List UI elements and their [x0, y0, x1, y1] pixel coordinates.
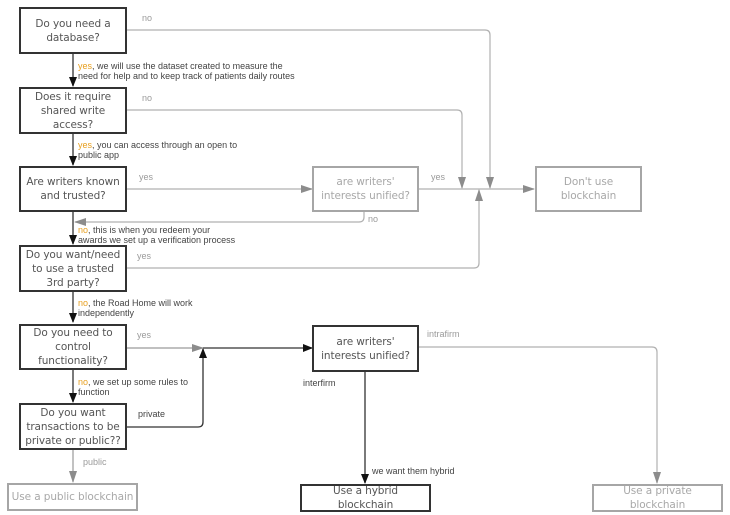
node-hybrid-blockchain: Use a hybrid blockchain — [300, 484, 431, 512]
label-cf-yes: yes — [137, 330, 152, 340]
label-tt-no-text1: , the Road Home will work — [88, 298, 193, 308]
label-sw-no: no — [142, 93, 153, 103]
edge-pp-private — [127, 348, 207, 428]
label-iu-yes: yes — [431, 172, 446, 182]
label-wk-yes: yes — [139, 172, 154, 182]
label-ium-hybrid: we want them hybrid — [372, 466, 455, 476]
node-private-blockchain: Use a private blockchain — [592, 484, 723, 512]
edge-iu-no — [74, 212, 365, 226]
label-wk-no-text1: , this is when you redeem your — [88, 225, 211, 235]
label-iu-no: no — [368, 214, 379, 224]
node-need-database: Do you need a database? — [19, 7, 127, 54]
node-trusted-third-party: Do you want/need to use a trusted 3rd pa… — [19, 245, 127, 292]
node-dont-use-blockchain: Don't use blockchain — [535, 166, 642, 212]
label-db-yes-text2: need for help and to keep track of patie… — [78, 71, 295, 81]
edge-db-no — [127, 29, 494, 189]
label-sw-yes-text1: , you can access through an open to — [92, 140, 238, 150]
label-tt-yes: yes — [137, 251, 152, 261]
node-private-or-public: Do you want transactions to be private o… — [19, 403, 127, 450]
label-sw-yes-text2: public app — [78, 150, 120, 160]
edge-ium-intrafirm — [419, 346, 661, 484]
label-wk-no-text2: awards we set up a verification process — [78, 235, 236, 245]
label-ium-interfirm: interfirm — [303, 378, 336, 388]
label-db-yes: yes, we will use the dataset created to … — [78, 61, 295, 81]
label-db-yes-keyword: yes — [78, 61, 93, 71]
label-pp-public: public — [83, 457, 107, 467]
label-pp-private: private — [138, 409, 166, 419]
edge-sw-no — [127, 109, 466, 189]
node-interests-unified-mid: are writers' interests unified? — [312, 325, 419, 372]
node-interests-unified-top: are writers' interests unified? — [312, 166, 419, 212]
label-wk-no-keyword: no — [78, 225, 89, 235]
node-control-functionality: Do you need to control functionality? — [19, 324, 127, 370]
label-db-yes-text1: , we will use the dataset created to mea… — [92, 61, 283, 71]
node-shared-write: Does it require shared write access? — [19, 87, 127, 134]
label-cf-no-text2: function — [78, 387, 110, 397]
label-db-no: no — [142, 13, 153, 23]
label-tt-no-keyword: no — [78, 298, 89, 308]
edge-tt-yes — [127, 189, 483, 269]
label-cf-no-keyword: no — [78, 377, 89, 387]
label-cf-no-text1: , we set up some rules to — [88, 377, 189, 387]
node-writers-known: Are writers known and trusted? — [19, 166, 127, 212]
label-sw-yes-keyword: yes — [78, 140, 93, 150]
label-ium-intrafirm: intrafirm — [427, 329, 460, 339]
label-tt-no-text2: independently — [78, 308, 135, 318]
node-public-blockchain: Use a public blockchain — [7, 483, 138, 511]
